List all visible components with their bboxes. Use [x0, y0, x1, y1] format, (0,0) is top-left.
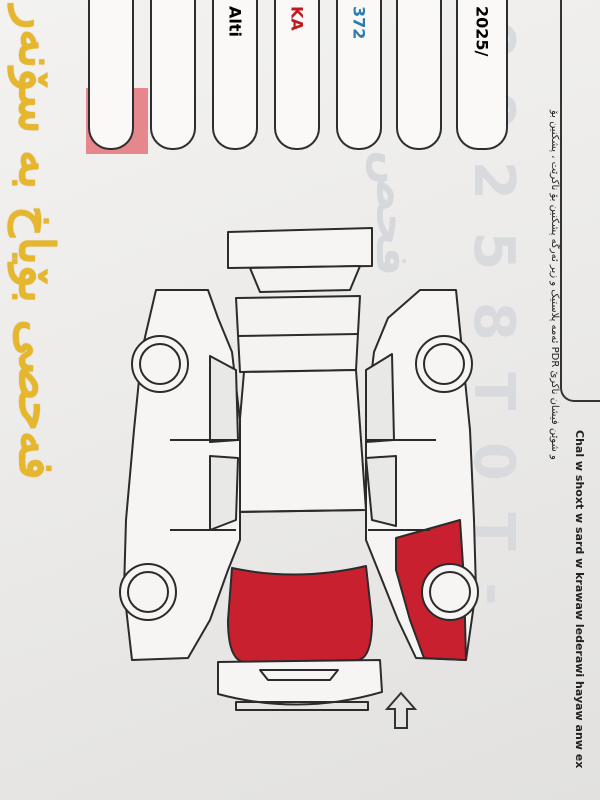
- header-cell-1: Alti: [212, 0, 258, 150]
- header-cell-empty: [88, 0, 134, 150]
- windshield: [231, 369, 367, 513]
- header-cell-3: 372: [336, 0, 382, 150]
- hood-damaged: [227, 565, 373, 663]
- header-cell-5: 2025/: [456, 0, 508, 150]
- car-damage-diagram: [119, 227, 479, 711]
- header-cell-text: 2025/: [472, 6, 492, 57]
- note-english: Chal w shoxt w sard w krawaw lederawi ha…: [573, 430, 586, 769]
- notes-box: [560, 0, 600, 402]
- page-title: فەحصی بۆیاخ بە سۆنەر: [8, 6, 64, 480]
- rear-window: [249, 265, 361, 293]
- header-cell-4: [396, 0, 442, 150]
- header-cell-text: 372: [349, 6, 369, 40]
- hood-line: [235, 509, 365, 513]
- note-kurdish: ئەمە پلاستیک و زیر ئەرگە پشکنین بۆ ناکرێ…: [549, 110, 560, 460]
- header-cell-empty: [150, 0, 196, 150]
- trunk-panel: [227, 227, 373, 269]
- header-cell-text: KA: [287, 6, 307, 31]
- arrow-up-icon: [384, 691, 418, 729]
- header-cell-text: Alti: [225, 6, 245, 37]
- header-cell-2: KA: [274, 0, 320, 150]
- front-bumper: [217, 659, 383, 706]
- roof-band: [237, 333, 359, 337]
